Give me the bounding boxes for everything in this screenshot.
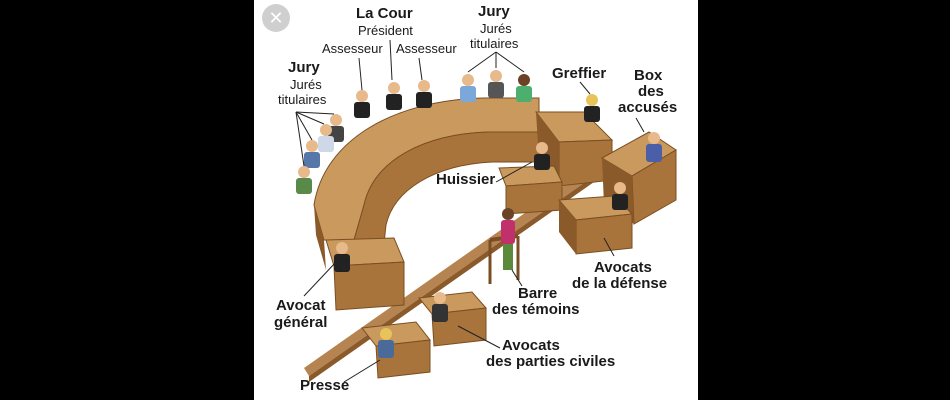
label-la-cour: La Cour xyxy=(356,5,413,22)
courtroom-diagram xyxy=(295,39,677,383)
label-avocat-general-2: général xyxy=(274,314,328,331)
label-greffier: Greffier xyxy=(552,65,607,82)
huissier-desk xyxy=(498,165,563,215)
label-assesseur-right: Assesseur xyxy=(396,41,457,56)
label-barre: Barre xyxy=(518,285,558,302)
label-box-des: des xyxy=(638,83,664,100)
label-jures-left-1: Jurés xyxy=(290,77,322,92)
person-avocat-parties xyxy=(432,292,448,322)
label-avocats-defense-1: Avocats xyxy=(594,259,652,276)
label-parties-civiles-1: Avocats xyxy=(502,337,560,354)
people xyxy=(296,70,662,358)
label-avocat-general-1: Avocat xyxy=(276,297,326,314)
label-presse: Presse xyxy=(300,377,350,394)
label-jures-top-1: Jurés xyxy=(480,21,512,36)
label-assesseur-left: Assesseur xyxy=(322,41,383,56)
person-president xyxy=(386,82,402,110)
close-icon[interactable]: ✕ xyxy=(262,4,290,32)
label-huissier: Huissier xyxy=(436,171,496,188)
person-huissier xyxy=(534,142,550,170)
person-accuse xyxy=(646,132,662,162)
person-jure-top-2 xyxy=(488,70,504,98)
person-jure-top-1 xyxy=(460,74,476,102)
label-jures-left-2: titulaires xyxy=(278,92,327,107)
person-presse xyxy=(378,328,394,358)
person-jure-left-2 xyxy=(318,124,334,152)
curved-judges-bench xyxy=(313,97,614,311)
press-desk xyxy=(361,321,431,379)
civil-parties-desk xyxy=(418,291,488,347)
label-box-accuses: accusés xyxy=(618,99,678,116)
person-avocat-defense xyxy=(612,182,628,210)
label-barre-temoins: des témoins xyxy=(492,301,580,318)
person-avocat-general xyxy=(334,242,350,272)
person-jure-top-3 xyxy=(516,74,532,102)
label-parties-civiles-2: des parties civiles xyxy=(486,353,616,370)
person-jure-left-4 xyxy=(296,166,312,194)
label-jury-top: Jury xyxy=(478,3,510,20)
person-assesseur-left xyxy=(354,90,370,118)
label-box: Box xyxy=(634,67,663,84)
person-greffier xyxy=(584,94,600,122)
person-jure-left-3 xyxy=(304,140,320,168)
person-assesseur-right xyxy=(416,80,432,108)
label-president: Président xyxy=(358,23,413,38)
label-avocats-defense-2: de la défense xyxy=(572,275,668,292)
person-temoin xyxy=(501,208,515,270)
label-jury-left: Jury xyxy=(288,59,320,76)
courtroom-illustration: La Cour Président Assesseur Assesseur Ju… xyxy=(254,0,698,400)
leader-lines xyxy=(295,39,645,383)
label-jures-top-2: titulaires xyxy=(470,36,519,51)
